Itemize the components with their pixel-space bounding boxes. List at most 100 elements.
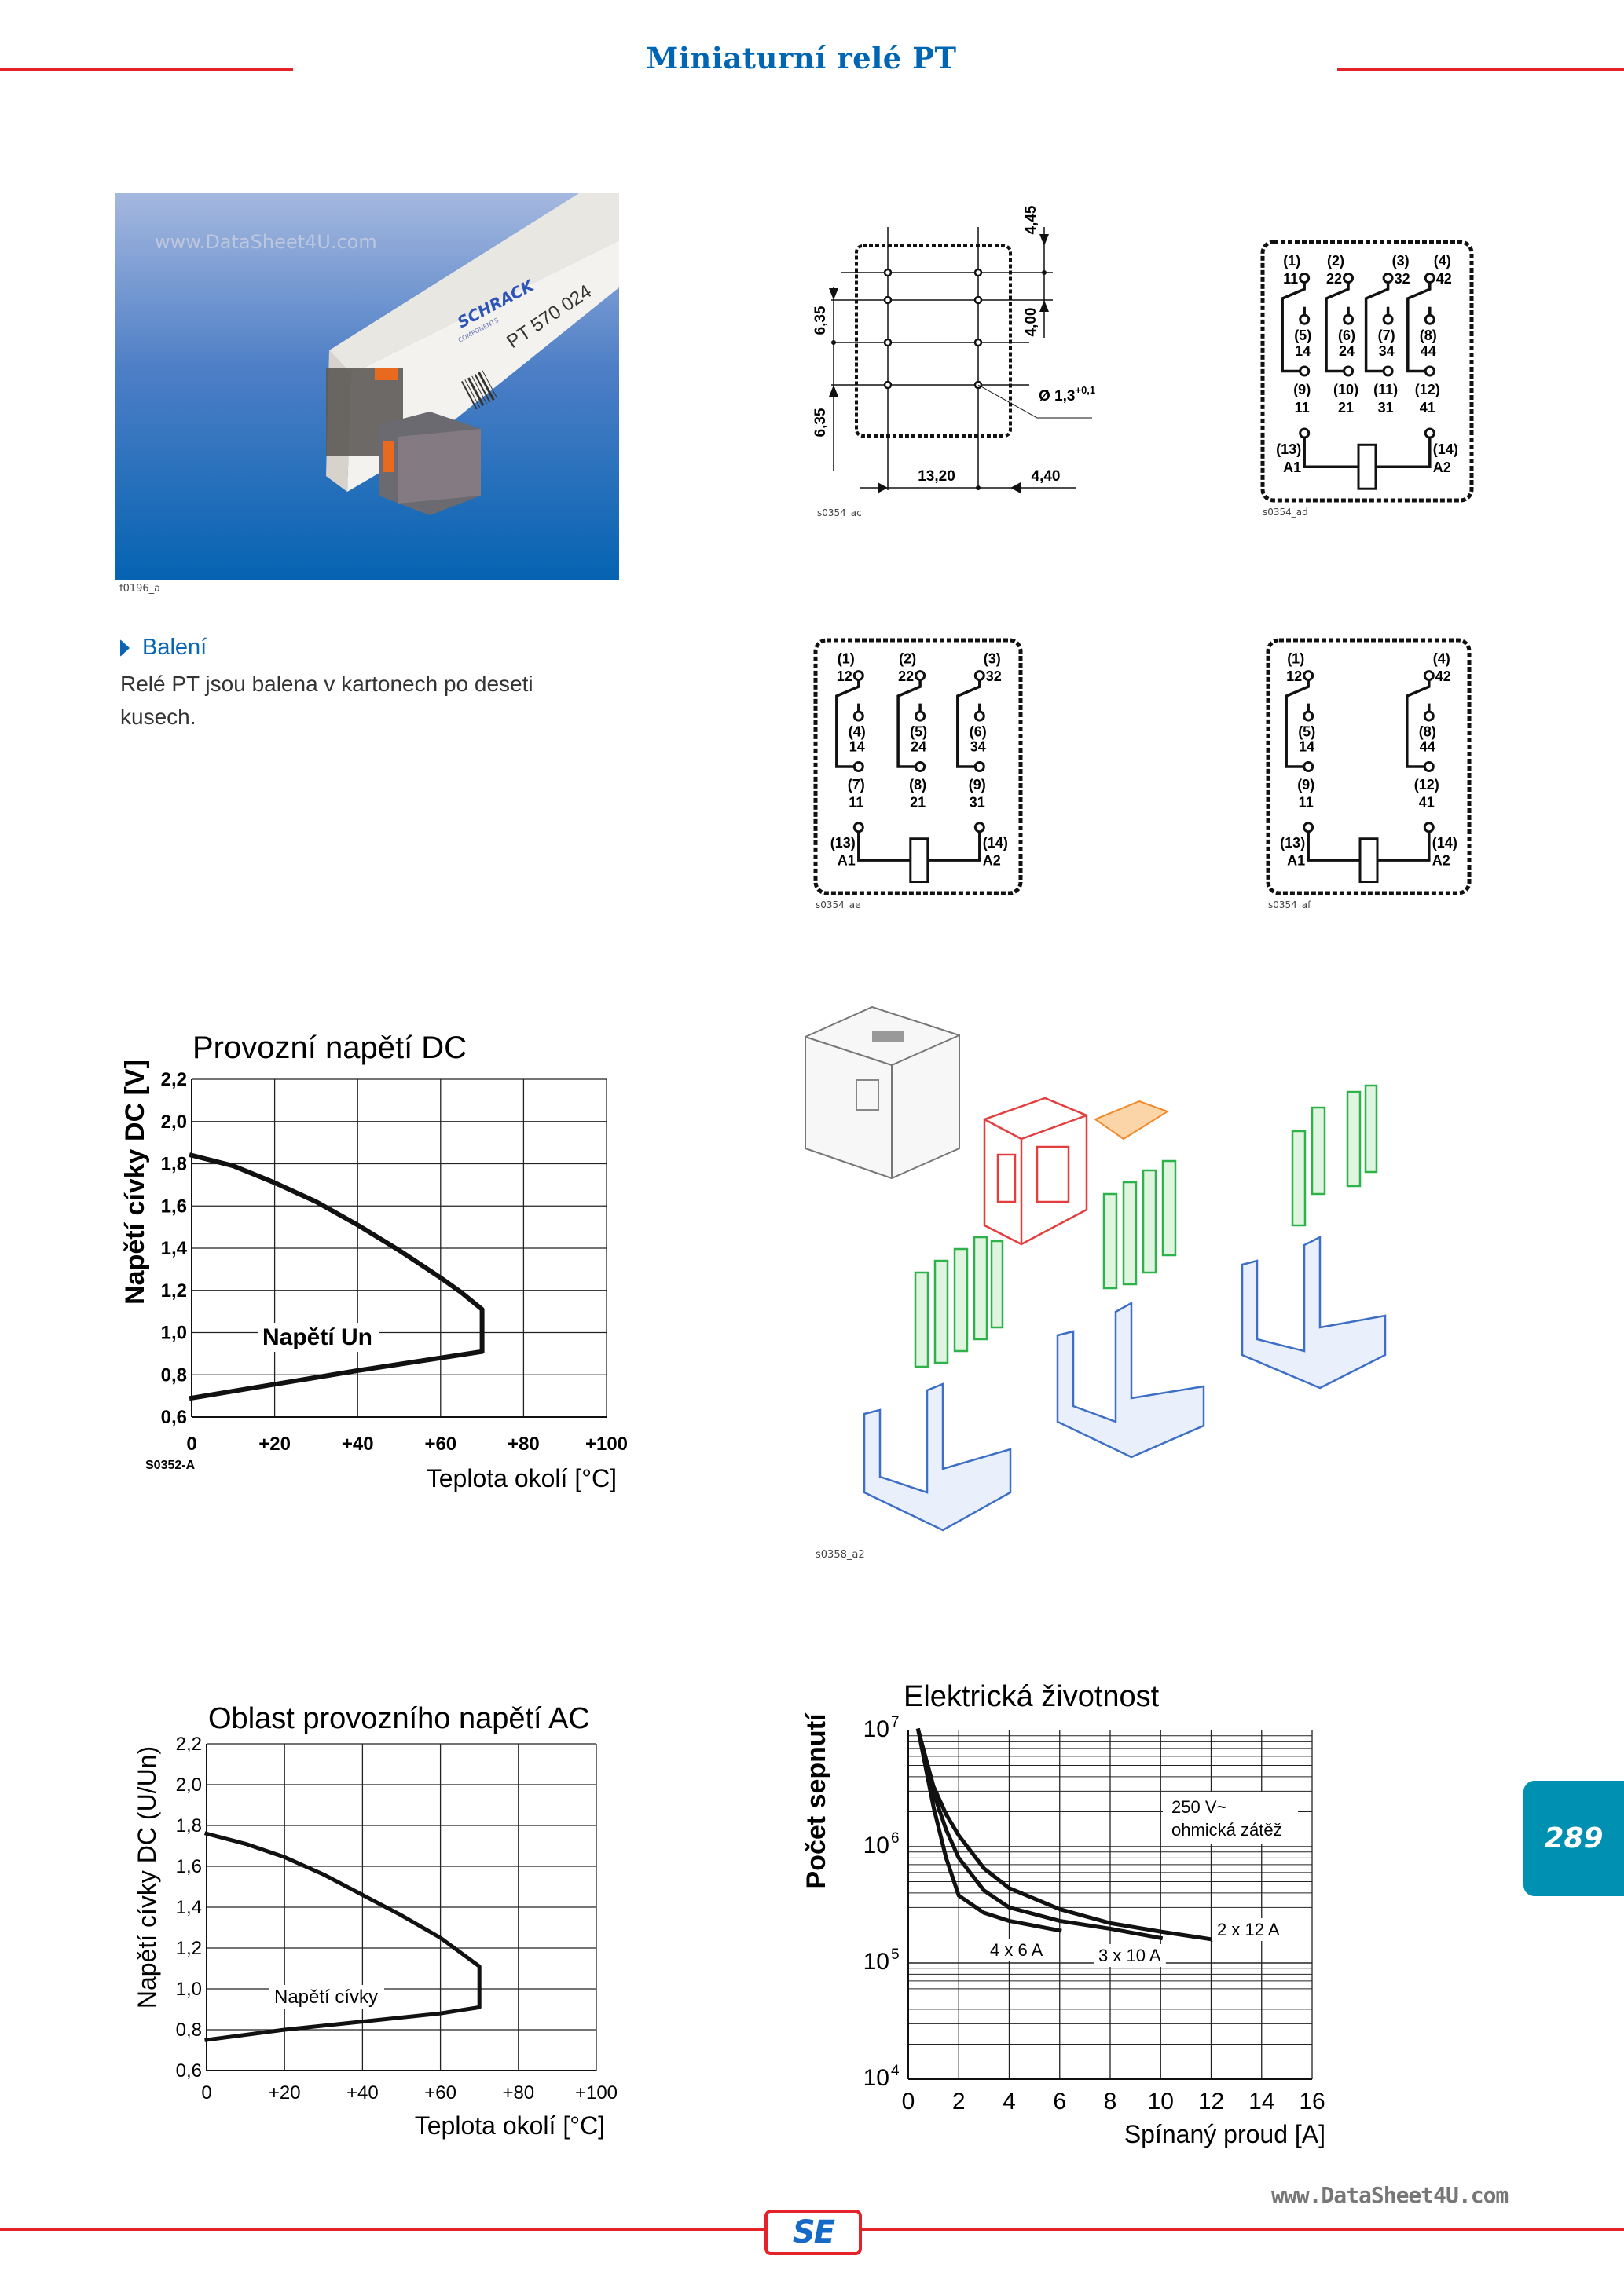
terminal-number: 41 xyxy=(1419,795,1435,811)
coil-wire xyxy=(1307,831,1431,862)
pin-number: (4) xyxy=(1433,651,1450,667)
pin-hole xyxy=(883,338,893,347)
terminal-number: 24 xyxy=(911,739,926,755)
terminal-number: 14 xyxy=(1295,343,1311,359)
coil-label: A1 xyxy=(838,853,856,869)
coil-label: A2 xyxy=(1433,460,1451,475)
terminal-number: 21 xyxy=(1338,400,1354,416)
switch-contact xyxy=(1281,282,1306,373)
series-line xyxy=(189,1152,485,1401)
terminal-number: 42 xyxy=(1435,668,1451,684)
socket-base-part xyxy=(863,1235,1387,1532)
y-tick-label: 1,0 xyxy=(161,1323,187,1344)
pin-number: (3) xyxy=(984,651,1001,667)
terminal-icon xyxy=(915,670,926,682)
terminal-number: 44 xyxy=(1420,739,1435,755)
series-line xyxy=(915,1727,1214,1942)
coil-label: A1 xyxy=(1283,460,1301,475)
terminal-icon xyxy=(852,670,864,682)
terminal-icon xyxy=(973,670,985,682)
series-label: 2 x 12 A xyxy=(1217,1920,1280,1939)
switch-contact xyxy=(1406,679,1431,768)
page-number-tab: 289 xyxy=(1523,1781,1624,1896)
product-photo: www.DataSheet4U.com SCHRACK COMPONENTS P… xyxy=(115,193,619,580)
curve-annotation: Napětí cívky xyxy=(274,1987,378,2008)
leader-line xyxy=(977,384,1092,419)
pin-number: (6) xyxy=(970,723,987,739)
x-tick-label: 0 xyxy=(186,1434,196,1455)
chart-code: S0352-A xyxy=(145,1459,196,1472)
y-axis-label: Napětí cívky DC [V] xyxy=(120,1060,150,1305)
terminal-number: 12 xyxy=(1286,668,1302,684)
exploded-view-illustration xyxy=(805,1005,1387,1532)
terminal-number: 41 xyxy=(1420,400,1435,416)
label-background xyxy=(1094,1944,1166,1967)
y-tick-label: 1,6 xyxy=(161,1196,187,1217)
x-axis-label: Teplota okolí [°C] xyxy=(427,1464,617,1492)
arrow-icon xyxy=(829,288,838,300)
dim-label-bottom-left: 13,20 xyxy=(918,468,955,485)
label-background xyxy=(1212,1918,1285,1941)
diagram-outline xyxy=(1266,638,1472,895)
terminal-number: 31 xyxy=(1378,400,1394,416)
terminal-icon xyxy=(852,822,864,833)
x-tick-label: +20 xyxy=(258,1434,291,1455)
terminal-number: 42 xyxy=(1436,271,1452,287)
bullet-triangle-icon xyxy=(120,639,130,657)
chart: 0+20+40+60+80+1000,60,81,01,21,41,61,82,… xyxy=(120,1031,628,1492)
photo-watermark: www.DataSheet4U.com xyxy=(155,231,377,253)
terminal-number: 22 xyxy=(898,668,914,684)
terminal-number: 14 xyxy=(1299,739,1314,755)
terminal-number: 22 xyxy=(1326,271,1342,287)
page-title: Miniaturní relé PT xyxy=(646,41,957,75)
x-tick-label: 4 xyxy=(1003,2089,1016,2115)
y-tick-label: 2,2 xyxy=(161,1069,187,1090)
pin-number: (6) xyxy=(1338,328,1355,343)
carton-top xyxy=(329,193,619,374)
pin-hole xyxy=(973,338,983,347)
drawing-caption: s0354_ac xyxy=(817,507,862,518)
dim-label-top: 4,45 xyxy=(1023,205,1039,234)
x-tick-label: +100 xyxy=(575,2082,618,2104)
y-tick-exponent: 7 xyxy=(891,1714,900,1730)
diagram-caption: s0354_ad xyxy=(1263,507,1308,518)
series-line xyxy=(915,1727,1164,1941)
label-background xyxy=(258,1323,379,1352)
series-label: 4 x 6 A xyxy=(990,1940,1043,1960)
chart-title: Provozní napětí DC xyxy=(192,1031,467,1065)
arrow-icon xyxy=(878,482,888,493)
terminal-number: 32 xyxy=(1395,271,1410,287)
pin-number: (1) xyxy=(1287,651,1304,667)
dim-label-left-upper: 6,35 xyxy=(812,306,829,335)
pin-number: (7) xyxy=(1378,328,1395,343)
coil-icon xyxy=(909,837,929,884)
coil-pin: (14) xyxy=(983,835,1008,851)
curve-annotation: Napětí Un xyxy=(262,1324,372,1350)
pin-number: (12) xyxy=(1414,777,1439,793)
x-tick-label: 16 xyxy=(1299,2089,1325,2115)
y-tick-label: 1,8 xyxy=(161,1154,187,1175)
terminal-icon xyxy=(1424,365,1435,377)
coil-pin: (14) xyxy=(1432,835,1457,851)
load-annotation: ohmická zátěž xyxy=(1171,1820,1282,1840)
se-logo: SE xyxy=(764,2210,862,2255)
chart-title: Elektrická životnost xyxy=(904,1680,1160,1713)
switch-contact xyxy=(1364,282,1390,373)
terminal-number: 14 xyxy=(849,739,865,755)
y-tick-label: 1,0 xyxy=(176,1979,202,2000)
terminal-icon xyxy=(973,710,985,722)
dim-label-left-lower: 6,35 xyxy=(812,408,829,437)
diagram-caption: s0354_af xyxy=(1268,899,1311,910)
pin-number: (5) xyxy=(1298,723,1315,739)
terminal-icon xyxy=(1382,365,1394,377)
x-axis-label: Teplota okolí [°C] xyxy=(415,2111,605,2140)
switch-contact xyxy=(956,679,981,768)
y-tick-label: 2,0 xyxy=(161,1111,187,1133)
x-tick-label: +80 xyxy=(508,1434,540,1455)
coil-label: A1 xyxy=(1287,853,1305,869)
arrow-icon xyxy=(1010,482,1021,493)
terminal-icon xyxy=(1303,710,1314,722)
terminal-icon xyxy=(1299,427,1311,439)
y-tick-label: 1,6 xyxy=(176,1856,202,1877)
pin-number: (4) xyxy=(1434,253,1451,269)
